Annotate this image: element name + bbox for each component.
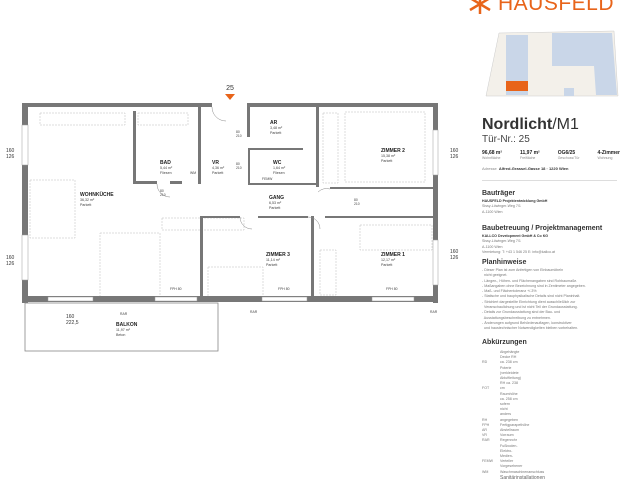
entrance-marker-icon xyxy=(225,94,235,100)
room-area: 36,32 m² xyxy=(80,198,95,202)
room-name: GANG xyxy=(269,195,284,201)
door-height: 210 xyxy=(160,193,166,197)
door-number: Tür-Nr.: 25 xyxy=(482,134,530,145)
room-floor: Parkett xyxy=(266,263,277,267)
room-area: 11,97 m² xyxy=(116,328,131,332)
room-area: 1,64 m² xyxy=(273,166,286,170)
abbr-item-last: Sanitärinstallationen xyxy=(500,474,546,481)
walls xyxy=(22,103,438,303)
door-width: 80 xyxy=(354,198,358,202)
room-name: ZIMMER 1 xyxy=(381,252,405,258)
notes-list: - Dieser Plan ist zum Anfertigen von Ein… xyxy=(482,268,586,331)
room-name: WC xyxy=(273,160,282,166)
room-area: 3,48 m² xyxy=(270,126,283,130)
brand-logo: HAUSFELD xyxy=(468,0,614,16)
room-name: ZIMMER 2 xyxy=(381,148,405,154)
downpipe-label: RAR xyxy=(250,310,258,314)
page-title: Nordlicht/M1 xyxy=(482,116,579,133)
balcony-door-height: 222,5 xyxy=(66,320,79,326)
site-map xyxy=(485,30,619,97)
room-name: WOHNKÜCHE xyxy=(80,191,114,198)
room-name: VR xyxy=(212,160,219,166)
room-name: ZIMMER 3 xyxy=(266,252,290,258)
developer-heading: Bauträger xyxy=(482,190,516,197)
room-floor: Parkett xyxy=(80,203,91,207)
window-height: 126 xyxy=(450,255,459,261)
downpipe-label: RAR xyxy=(430,310,438,314)
parapet-label: FPH 80 xyxy=(278,287,290,291)
brand-name: HAUSFELD xyxy=(498,0,615,15)
room-area: 11,14 m² xyxy=(266,258,281,262)
window-gaps xyxy=(21,124,439,302)
abbr-heading: Abkürzungen xyxy=(482,339,527,346)
room-area: 12,17 m² xyxy=(381,258,396,262)
window-width: 160 xyxy=(450,148,459,154)
room-floor: Fliesen xyxy=(160,171,172,175)
downpipe-label: RAR xyxy=(120,312,128,316)
divider xyxy=(482,180,617,181)
notes-heading: Planhinweise xyxy=(482,259,527,266)
washing-machine-label: WM xyxy=(190,171,196,175)
parapet-label: FPH 80 xyxy=(170,287,182,291)
window-height: 126 xyxy=(450,154,459,160)
room-name: AR xyxy=(270,120,278,126)
room-floor: Fliesen xyxy=(273,171,285,175)
door-height: 210 xyxy=(354,202,360,206)
window-width: 160 xyxy=(6,255,15,261)
distribution-label: FEMW xyxy=(262,177,273,181)
unit-location-marker xyxy=(506,81,528,91)
room-area: 4,36 m² xyxy=(212,166,225,170)
door-width: 80 xyxy=(236,130,240,134)
info-panel: HAUSFELD Nordlicht/M1 Tür-Nr.: 25 96,68 … xyxy=(469,0,620,481)
window-width: 160 xyxy=(450,249,459,255)
room-floor: Parkett xyxy=(269,206,280,210)
door-width: 80 xyxy=(236,162,240,166)
room-floor: Parkett xyxy=(381,263,392,267)
room-area: 15,38 m² xyxy=(381,154,396,158)
room-floor: Parkett xyxy=(270,131,281,135)
pm-heading: Baubetreuung / Projektmanagement xyxy=(482,225,603,232)
room-floor: Parkett xyxy=(212,171,223,175)
sun-logo-icon xyxy=(469,0,491,14)
address: Adresse Alfred-Grassel-Gasse 18 · 1220 W… xyxy=(482,166,569,171)
window-width: 160 xyxy=(6,148,15,154)
window-height: 126 xyxy=(6,154,15,160)
room-area: 5,44 m² xyxy=(160,166,173,170)
room-name: BALKON xyxy=(116,322,138,328)
door-height: 210 xyxy=(236,134,242,138)
abbr-list: RDAbgehängte Decke RH ca. 238 cm FOTPote… xyxy=(482,350,546,481)
door-number: 25 xyxy=(226,85,234,92)
door-height: 210 xyxy=(236,166,242,170)
room-name: BAD xyxy=(160,160,171,166)
room-floor: Parkett xyxy=(381,159,392,163)
door-width: 80 xyxy=(160,189,164,193)
room-floor: Beton xyxy=(116,333,125,337)
window-height: 126 xyxy=(6,261,15,267)
balcony-outline xyxy=(24,302,219,352)
balcony-door-width: 160 xyxy=(66,314,75,320)
doors xyxy=(156,106,331,230)
parapet-label: FPH 80 xyxy=(386,287,398,291)
room-area: 6,53 m² xyxy=(269,201,282,205)
